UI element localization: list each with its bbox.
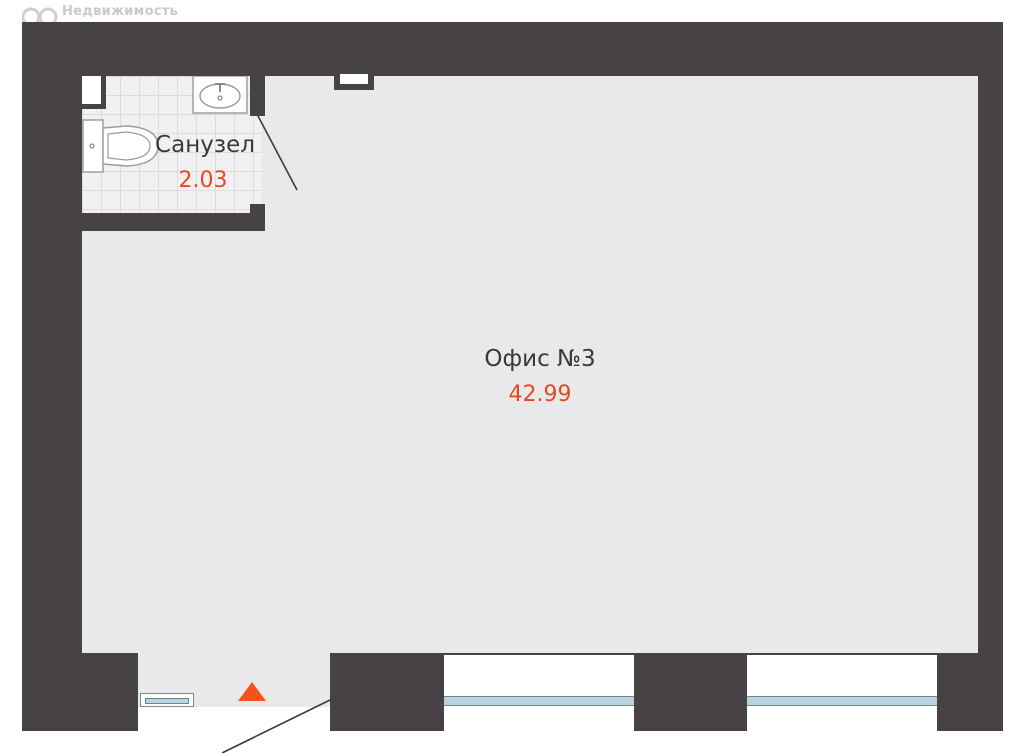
bathroom-wall-right [250, 76, 265, 116]
bathroom-area: 2.03 [178, 168, 228, 193]
entrance-door-line [221, 699, 331, 753]
sink-icon [192, 76, 248, 114]
bathroom-wall-bottom [82, 213, 265, 231]
wall-left [22, 22, 82, 731]
wall-bottom-left [22, 653, 138, 731]
small-window [140, 693, 194, 707]
bathroom-niche [82, 76, 106, 109]
bathroom-wall-stub [250, 204, 265, 231]
window-2-pane [747, 696, 937, 706]
watermark-logo: Недвижимость [22, 4, 178, 19]
ventilation-shaft [334, 74, 374, 90]
watermark-text: Недвижимость [62, 4, 179, 19]
window-2 [747, 655, 937, 731]
office-name: Офис №3 [484, 346, 596, 372]
office-area: 42.99 [508, 382, 572, 407]
bathroom-door-line [257, 115, 298, 191]
window-1-pane [444, 696, 634, 706]
wall-right [978, 22, 1003, 731]
entrance-arrow-icon [238, 682, 266, 701]
window-1 [444, 655, 634, 731]
wall-top [22, 22, 1003, 76]
bathroom-name: Санузел [155, 132, 255, 158]
toilet-icon [82, 119, 159, 173]
